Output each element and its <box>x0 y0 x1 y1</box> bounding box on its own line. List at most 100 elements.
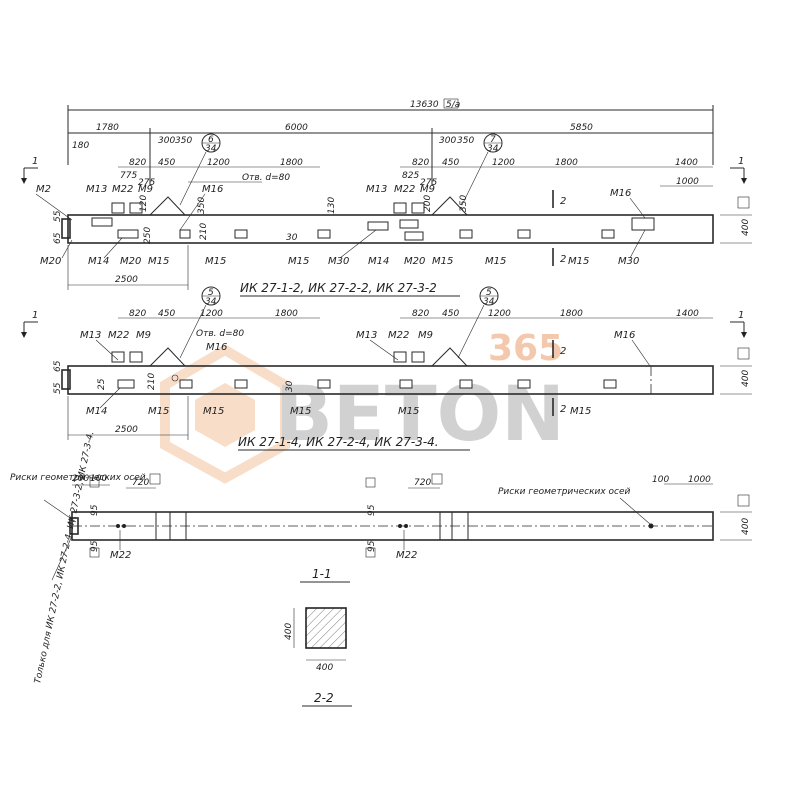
label-m20-b: М20 <box>120 256 141 267</box>
dim-1200-c: 1200 <box>200 309 223 319</box>
dim-1200-b: 1200 <box>492 158 515 168</box>
section-1-right-a: 1 <box>738 156 744 167</box>
callout-5a: 5 34 <box>179 286 221 359</box>
risks-left: Риски геометри-ческих осей <box>10 473 146 483</box>
overall-dimensions: 13630 5/a 1780 6000 5850 <box>67 98 714 185</box>
dim-95-b: 95 <box>90 540 100 552</box>
dim-200-a: 200 <box>423 195 433 212</box>
label-m20-a: М20 <box>40 256 61 267</box>
label-m15-f: М15 <box>568 256 589 267</box>
dim-820-a: 820 <box>129 158 146 168</box>
dim-450-c: 450 <box>158 309 175 319</box>
dim-200: 200 <box>72 474 89 484</box>
dim-210-b: 210 <box>147 373 157 390</box>
beam-1 <box>67 214 714 244</box>
label-m15-j: М15 <box>398 406 419 417</box>
watermark-logo-icon <box>160 344 290 484</box>
dim-100-b: 100 <box>652 475 669 485</box>
dim-1000-a: 1000 <box>676 177 699 187</box>
dim-720-b: 720 <box>414 478 431 488</box>
dim-820-c: 820 <box>129 309 146 319</box>
label-m30-b: М30 <box>618 256 639 267</box>
dim-400-b: 400 <box>741 370 751 387</box>
dim-95-d: 95 <box>367 540 377 552</box>
dim-65-a: 65 <box>53 232 63 244</box>
callout-6-num: 6 <box>208 135 214 145</box>
label-m15-k: М15 <box>570 406 591 417</box>
section-1-right-b: 1 <box>738 310 744 321</box>
label-m22-b: М22 <box>394 184 415 195</box>
dim-350-v: 350 <box>197 197 207 214</box>
opening-2: Отв. d=80 <box>196 329 244 339</box>
dim-total-tag: 5/a <box>446 100 460 110</box>
section-2-top-a: 2 <box>560 196 566 207</box>
section-2-bot-b: 2 <box>560 404 566 415</box>
callout-5a-sheet: 34 <box>205 297 217 307</box>
dim-1800-a: 1800 <box>280 158 303 168</box>
callout-5b-sheet: 34 <box>483 297 495 307</box>
label-m22-e: М22 <box>110 550 131 561</box>
label-m16-c: М16 <box>206 342 227 353</box>
label-m13-c: М13 <box>80 330 101 341</box>
dim-1200-d: 1200 <box>488 309 511 319</box>
dim-120-a: 120 <box>139 195 149 212</box>
dim-400-c: 400 <box>741 518 751 535</box>
label-m14-a: М14 <box>88 256 109 267</box>
label-m15-a: М15 <box>148 256 169 267</box>
label-m30-a: М30 <box>328 256 349 267</box>
dim-1800-c: 1800 <box>275 309 298 319</box>
dim-450-d: 450 <box>442 309 459 319</box>
dim-820-d: 820 <box>412 309 429 319</box>
label-m15-d: М15 <box>432 256 453 267</box>
label-m15-b: М15 <box>205 256 226 267</box>
label-m14-b: М14 <box>368 256 389 267</box>
section-1-1-title: 1-1 <box>312 567 332 581</box>
dim-450-a: 450 <box>158 158 175 168</box>
section-2-top-b: 2 <box>560 346 566 357</box>
dim-275-b: 275 <box>420 178 437 188</box>
dim-55-b: 55 <box>53 382 63 394</box>
callout-7: 7 34 <box>461 133 503 206</box>
callout-5b-num: 5 <box>486 288 492 298</box>
dim-775: 775 <box>120 171 137 181</box>
dim-350-a: 350 <box>175 136 192 146</box>
end-plate-2 <box>61 369 71 390</box>
callout-7-num: 7 <box>490 135 496 145</box>
dim-2500-b: 2500 <box>115 425 138 435</box>
dim-400-h: 400 <box>316 663 333 673</box>
label-m22-f: М22 <box>396 550 417 561</box>
dim-mid: 6000 <box>285 123 308 133</box>
section-2-2-title: 2-2 <box>314 691 334 705</box>
label-m15-g: М15 <box>148 406 169 417</box>
view-2-title: ИК 27-1-4, ИК 27-2-4, ИК 27-3-4. <box>238 435 439 449</box>
view-2: 820 450 1200 1800 820 450 1200 1800 1400… <box>21 286 752 451</box>
vertical-note: Только для ИК 27-2-2, ИК 27-2-4, ИК 27-3… <box>33 431 96 685</box>
dim-25: 25 <box>97 378 107 390</box>
view-1-title: ИК 27-1-2, ИК 27-2-2, ИК 27-3-2 <box>240 281 437 295</box>
label-m16-b: М16 <box>610 188 631 199</box>
dim-350-b: 350 <box>457 136 474 146</box>
label-m15-e: М15 <box>485 256 506 267</box>
dim-400-a: 400 <box>741 219 751 236</box>
watermark-365: 365 <box>488 328 563 369</box>
dim-30-a: 30 <box>286 233 298 243</box>
dim-1200-a: 1200 <box>207 158 230 168</box>
dim-1800-b: 1800 <box>555 158 578 168</box>
dim-55-a: 55 <box>53 210 63 222</box>
dim-95-a: 95 <box>90 504 100 516</box>
dim-1400-a: 1400 <box>675 158 698 168</box>
label-m15-c: М15 <box>288 256 309 267</box>
callout-5b: 5 34 <box>457 286 499 359</box>
callout-6: 6 34 <box>179 133 221 206</box>
dim-300-b: 300 <box>439 136 456 146</box>
label-m9-c: М9 <box>136 330 151 341</box>
label-m2: М2 <box>36 184 51 195</box>
section-1-left-b: 1 <box>32 310 38 321</box>
callout-7-sheet: 34 <box>487 144 499 154</box>
view-1: 180 300 350 820 450 1200 1800 775 275 30… <box>21 133 752 297</box>
dim-2500-a: 2500 <box>115 275 138 285</box>
view-3: 200 100 720 95 95 720 95 95 100 1000 400… <box>10 431 752 685</box>
section-2-bot-a: 2 <box>560 254 566 265</box>
dim-total: 13630 <box>410 100 439 110</box>
